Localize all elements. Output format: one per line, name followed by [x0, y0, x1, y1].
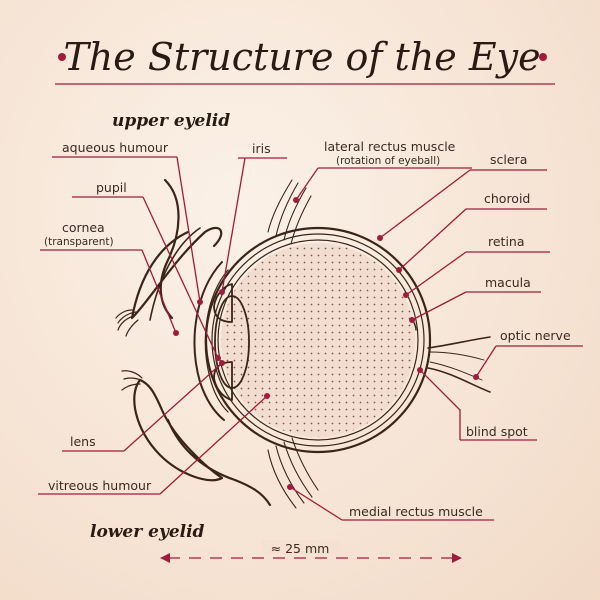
cornea-leader — [141, 249, 177, 334]
upper-eyelid-heading: upper eyelid — [112, 111, 230, 131]
scale-indicator: ≈ 25 mm — [160, 540, 462, 563]
scale-label-bg — [262, 540, 340, 554]
cornea-note: (transparent) — [44, 236, 114, 248]
pupil-label: pupil — [96, 180, 127, 195]
cornea-inner — [204, 269, 229, 413]
choroid-label: choroid — [484, 191, 530, 206]
macula-dot — [409, 317, 415, 323]
retina-leader — [405, 251, 467, 296]
retina-label: retina — [488, 234, 525, 249]
lateral-rectus-label: lateral rectus muscle — [324, 139, 456, 154]
retina-dot — [403, 292, 409, 298]
eye-illustration — [115, 178, 491, 509]
label-aqueous-humour: aqueous humour — [52, 140, 203, 305]
label-macula: macula — [409, 275, 541, 323]
upper-eyelashes — [115, 309, 139, 337]
choroid-leader — [398, 208, 467, 271]
sclera-dot — [377, 235, 383, 241]
lower-eyelashes — [121, 370, 145, 391]
iris-dot — [219, 289, 225, 295]
macula-label: macula — [485, 275, 531, 290]
optic-nerve-label: optic nerve — [500, 328, 571, 343]
lateral-rectus-muscle-drawing — [267, 179, 312, 245]
label-lens: lens — [62, 360, 225, 452]
title-dot-right — [539, 53, 547, 61]
labels-layer: aqueous humour iris lateral rectus muscl… — [38, 139, 583, 521]
medial-rectus-dot — [287, 484, 293, 490]
scale-arrow-left — [160, 553, 170, 563]
scale-arrow-right — [452, 553, 462, 563]
label-iris: iris — [219, 141, 287, 295]
sclera-leader — [379, 169, 471, 239]
title-dot-left — [58, 53, 66, 61]
label-blind-spot: blind spot — [417, 367, 537, 441]
label-sclera: sclera — [377, 152, 547, 241]
medial-rectus-label: medial rectus muscle — [349, 504, 483, 519]
lens-leader — [123, 362, 223, 452]
lens-label: lens — [70, 434, 96, 449]
label-lateral-rectus: lateral rectus muscle (rotation of eyeba… — [293, 139, 472, 203]
iris-upper — [213, 283, 233, 323]
lens-dot — [219, 360, 225, 366]
label-retina: retina — [403, 234, 550, 298]
lower-eyelid-heading: lower eyelid — [90, 522, 205, 542]
label-optic-nerve: optic nerve — [473, 328, 583, 380]
label-medial-rectus: medial rectus muscle — [287, 484, 494, 521]
iris-label: iris — [252, 141, 271, 156]
sclera-label: sclera — [490, 152, 527, 167]
optic-nerve-dot — [473, 374, 479, 380]
vitreous-humour-dot — [264, 393, 270, 399]
pupil-leader — [142, 196, 219, 359]
upper-eyelid-inner — [149, 227, 201, 321]
medial-rectus-muscle-drawing — [267, 437, 319, 509]
upper-eyelid-outline — [130, 226, 223, 320]
lateral-rectus-dot — [293, 197, 299, 203]
pupil-dot — [215, 355, 221, 361]
vitreous-humour-label: vitreous humour — [48, 478, 152, 493]
label-choroid: choroid — [396, 191, 547, 273]
vitreous-humour-dots — [221, 243, 415, 437]
choroid-dot — [396, 267, 402, 273]
medial-rectus-leader — [289, 486, 343, 521]
aqueous-humour-leader — [176, 156, 201, 303]
scale-label: ≈ 25 mm — [271, 541, 330, 556]
blind-spot-leader — [419, 369, 461, 440]
lateral-rectus-note: (rotation of eyeball) — [336, 155, 440, 167]
page-title: The Structure of the Eye — [63, 35, 540, 79]
cornea-dot — [173, 330, 179, 336]
lens-outline — [214, 295, 250, 389]
cornea-outline — [193, 261, 225, 421]
iris-leader — [221, 157, 246, 293]
sclera-outline — [204, 226, 432, 454]
aqueous-humour-dot — [197, 299, 203, 305]
title-block: The Structure of the Eye — [55, 35, 555, 85]
optic-nerve-drawing — [427, 336, 491, 393]
vitreous-humour-leader — [159, 395, 268, 495]
aqueous-humour-label: aqueous humour — [62, 140, 169, 155]
optic-nerve-leader — [475, 345, 497, 378]
label-pupil: pupil — [72, 180, 221, 361]
label-cornea: cornea (transparent) — [40, 220, 179, 336]
macula-leader — [411, 291, 467, 321]
choroid-outline — [211, 233, 425, 447]
lower-lid-fold — [166, 418, 272, 507]
lateral-rectus-leader — [295, 167, 319, 201]
lower-eyelid-outline — [133, 378, 224, 482]
cornea-label: cornea — [62, 220, 105, 235]
blind-spot-dot — [417, 367, 423, 373]
retina-outline — [217, 239, 419, 441]
label-vitreous-humour: vitreous humour — [38, 393, 270, 495]
blind-spot-label: blind spot — [466, 424, 528, 439]
